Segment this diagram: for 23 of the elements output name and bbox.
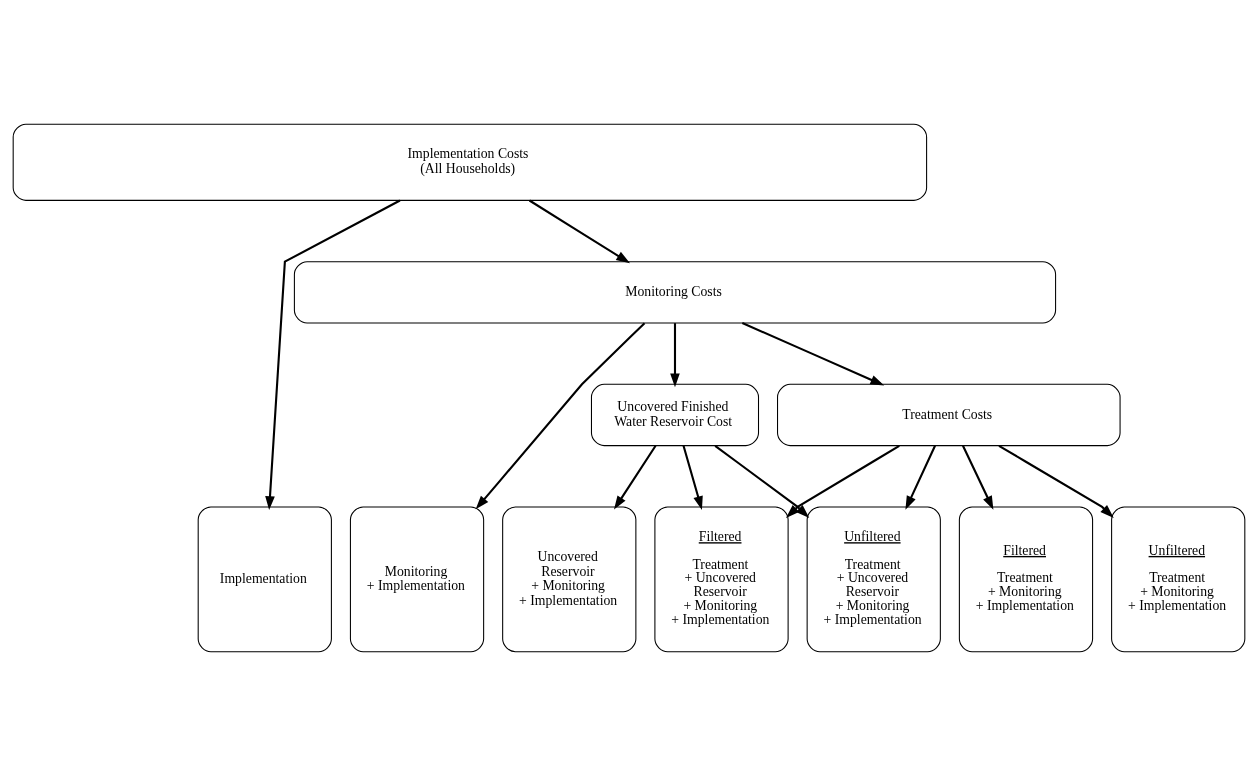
arrow [962,445,994,510]
node-box: Monitoring + Implementation [349,506,485,653]
node-box: Uncovered Reservoir + Monitoring + Implementation [502,506,637,653]
node-box: Uncovered Finished Water Reservoir Cost [590,383,760,447]
arrow [528,199,630,264]
arrow [682,445,703,510]
node-box: Monitoring Costs [293,261,1057,324]
arrow [475,322,646,510]
node-box: Implementation [197,506,332,653]
node-box: Treatment Costs [777,383,1121,447]
node-box: Unfiltered Treatment + Uncovered Reservoir + Monitoring + Implementation [806,506,941,653]
arrow [670,323,680,388]
arrow [905,445,936,510]
arrow [265,199,401,511]
arrow [998,444,1114,518]
arrow [714,444,810,518]
arrow [741,322,885,386]
arrow [614,445,657,510]
node-box: Implementation Costs (All Households) [12,123,928,201]
node-box: Filtered Treatment + Monitoring + Implementation [958,506,1094,653]
node-box: Filtered Treatment + Uncovered Reservoir + Monitoring + Implementation [654,506,789,653]
node-box: Unfiltered Treatment + Monitoring + Implementation [1111,506,1246,653]
arrow [785,444,900,518]
